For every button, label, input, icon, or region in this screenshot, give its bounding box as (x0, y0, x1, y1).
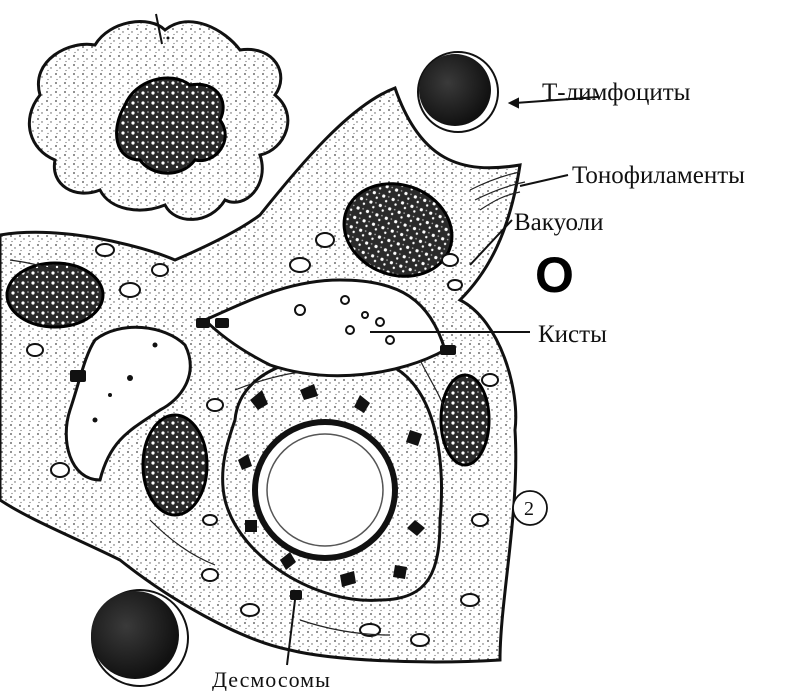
lymphocyte-bottom (91, 590, 188, 686)
marker-letter: O (535, 247, 574, 303)
label-t-lymphocytes: Т-лимфоциты (542, 79, 691, 106)
label-vacuoles: Вакуоли (514, 209, 603, 236)
label-desmosomes: Десмосомы (212, 667, 331, 691)
figure-number: 2 (524, 498, 534, 520)
label-cysts: Кисты (538, 321, 607, 348)
label-tonofilaments: Тонофиламенты (572, 162, 745, 189)
lymphocyte-top (418, 52, 498, 132)
amoeboid-cell (29, 14, 287, 219)
figure-number-badge: 2 (513, 491, 547, 525)
